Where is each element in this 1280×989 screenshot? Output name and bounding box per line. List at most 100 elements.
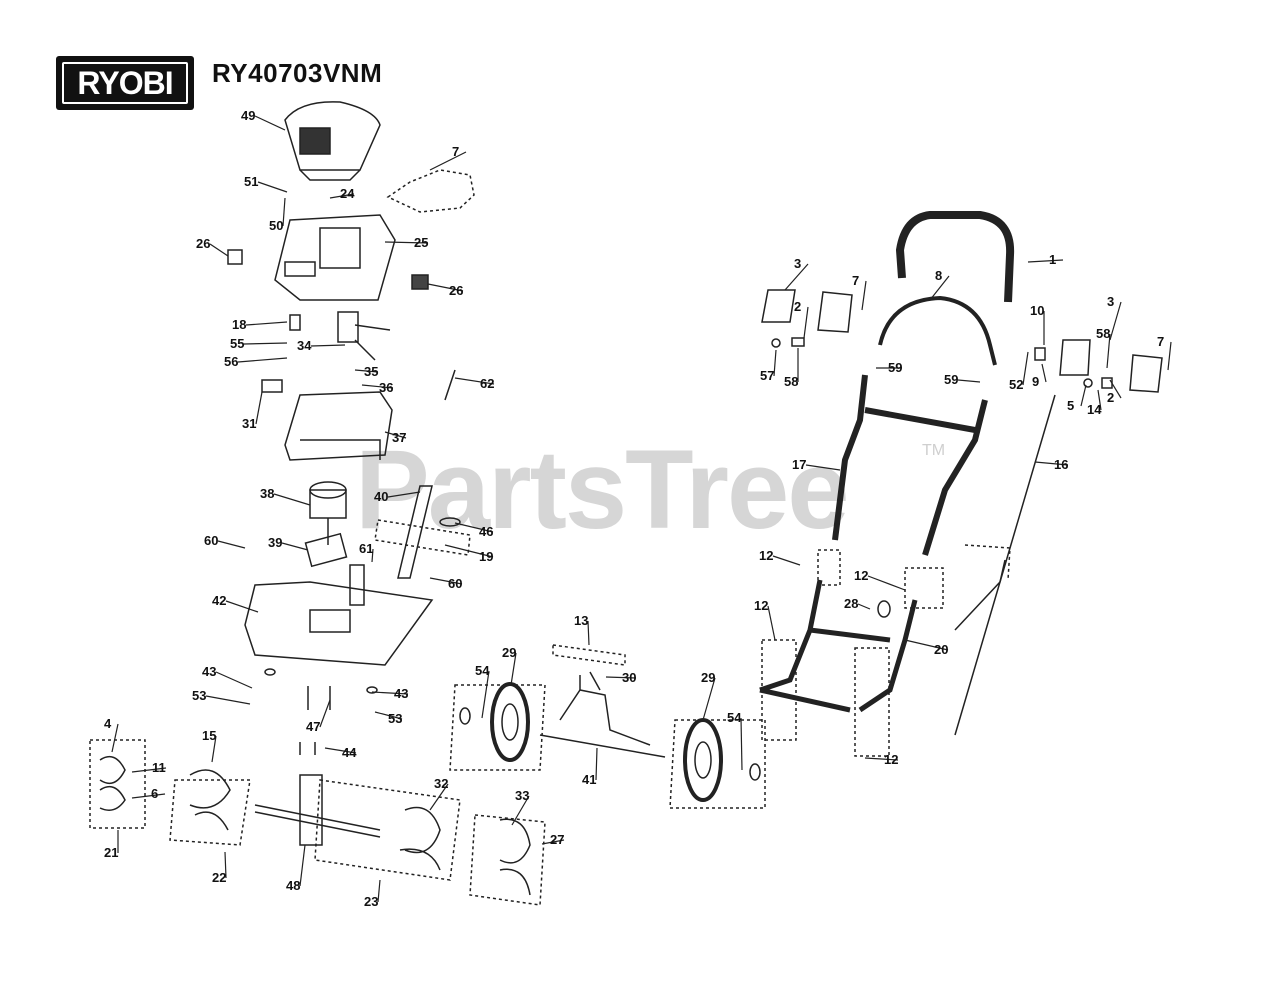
callout-leader-9 [1041,363,1047,383]
part-screws [386,169,475,213]
callout-29: 29 [701,670,715,685]
callout-44: 44 [342,745,357,760]
part-deck [244,564,434,666]
callout-62: 62 [480,376,494,391]
callout-leader-59 [957,379,981,383]
callout-leader-25 [384,241,429,244]
callout-19: 19 [479,549,493,564]
part-label [227,249,243,265]
callout-60: 60 [448,576,462,591]
part-cable [954,394,1056,736]
callout-leader-37 [384,431,407,439]
callout-12: 12 [754,598,768,613]
part-motor [309,481,347,545]
callout-leader-40 [387,491,421,498]
callout-leader-17 [805,464,841,471]
callout-leader-27 [541,839,565,845]
callout-leader-55 [243,342,288,345]
callout-leader-15 [211,735,217,763]
model-number: RY40703VNM [212,58,383,88]
ryobi-logo: RYOBI [56,56,194,110]
callout-leader-29 [702,677,716,721]
callout-15: 15 [202,728,216,743]
callout-leader-11 [131,767,167,773]
callout-leader-18 [245,321,288,326]
callout-leader-13 [587,620,590,646]
callout-3: 3 [794,256,801,271]
callout-5: 5 [1067,398,1074,413]
callout-leader-62 [454,377,495,385]
callout-53: 53 [388,711,402,726]
callout-59: 59 [944,372,958,387]
part-grip-left [761,289,853,348]
part-label-2 [411,274,429,290]
callout-leader-29 [510,652,517,686]
part-bracket [397,485,433,579]
callout-leader-26 [427,283,464,292]
callout-53: 53 [192,688,206,703]
callout-leader-52 [1022,351,1029,386]
callout-leader-42 [225,600,259,613]
part-clamp [439,517,461,527]
callout-leader-53 [205,695,251,705]
callout-leader-54 [481,670,490,719]
part-lower-handle [759,579,918,713]
part-axle [539,675,666,758]
part-lower-housing [284,391,393,461]
callout-leader-12 [772,555,801,566]
callout-36: 36 [379,380,393,395]
part-mount-plate [304,532,348,568]
callout-leader-49 [254,115,286,131]
callout-leader-28 [857,603,871,610]
callout-60: 60 [204,533,218,548]
callout-leader-26 [209,243,229,257]
callout-12: 12 [759,548,773,563]
callout-56: 56 [224,354,238,369]
callout-leader-32 [429,783,449,811]
callout-42: 42 [212,593,226,608]
callout-6: 6 [151,786,158,801]
callout-12: 12 [854,568,868,583]
callout-26: 26 [196,236,210,251]
callout-54: 54 [727,710,742,725]
callout-48: 48 [286,878,300,893]
callout-leader-23 [377,879,381,903]
part-tine-22 [169,769,251,846]
callout-leader-31 [255,391,263,425]
callout-33: 33 [515,788,529,803]
callout-leader-39 [281,542,309,551]
callout-34: 34 [297,338,312,353]
callout-52: 52 [1009,377,1023,392]
callout-8: 8 [935,268,942,283]
callout-leader-44 [324,747,357,754]
callout-leader-43 [215,671,253,689]
callout-leader-5 [1080,384,1087,407]
callout-leader-47 [319,699,331,728]
callout-38: 38 [260,486,274,501]
callout-leader-41 [595,747,598,781]
callout-49: 49 [241,108,255,123]
part-pins [552,644,626,691]
part-gearbox [254,774,381,846]
callout-leader-16 [1034,461,1069,466]
callout-leader-54 [740,717,743,771]
callout-2: 2 [794,299,801,314]
callout-7: 7 [1157,334,1164,349]
callout-20: 20 [934,642,948,657]
callout-leader-53 [374,711,403,720]
callout-12: 12 [884,752,898,767]
callout-1: 1 [1049,252,1056,267]
callout-leader-58 [1106,333,1111,369]
part-switch [337,311,391,361]
part-bolts-group [374,519,471,556]
callout-47: 47 [306,719,320,734]
callout-55: 55 [230,336,244,351]
callout-25: 25 [414,235,428,250]
callout-leader-7 [1167,341,1172,371]
callout-58: 58 [784,374,798,389]
callout-51: 51 [244,174,258,189]
callout-leader-3 [1109,301,1122,341]
callout-9: 9 [1032,374,1039,389]
brand-text: RYOBI [62,62,188,104]
